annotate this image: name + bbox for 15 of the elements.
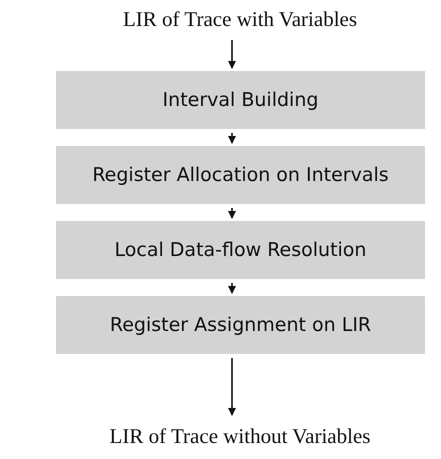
arrow — [228, 133, 236, 144]
process-box — [56, 146, 425, 204]
arrow — [228, 358, 236, 416]
step-label: Register Allocation on Intervals — [92, 164, 389, 186]
flow-label: LIR of Trace without Variables — [110, 424, 370, 448]
process-box — [56, 221, 425, 279]
arrow — [228, 208, 236, 219]
step-label: Interval Building — [162, 89, 318, 111]
process-box — [56, 296, 425, 354]
process-box — [56, 71, 425, 129]
flow-label: LIR of Trace with Variables — [122, 6, 358, 32]
step-label: Local Data-flow Resolution — [114, 239, 366, 261]
step-label: Register Assignment on LIR — [110, 314, 372, 336]
arrow — [228, 283, 236, 294]
arrow — [228, 40, 236, 69]
